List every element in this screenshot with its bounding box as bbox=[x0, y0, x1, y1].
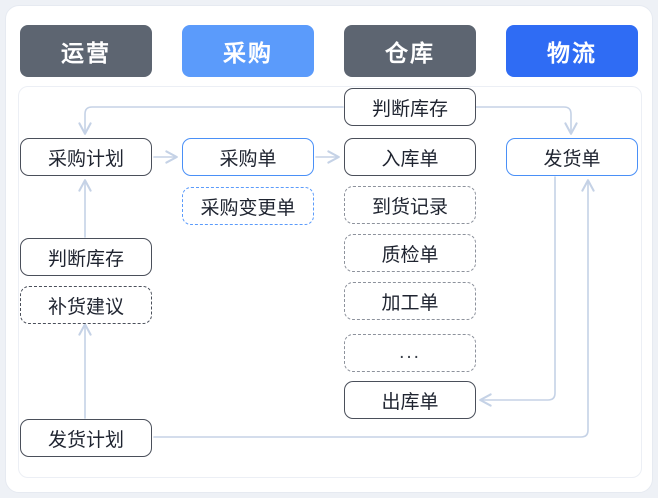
node-replenishment-suggestion[interactable]: 补货建议 bbox=[20, 286, 152, 324]
tab-operations-label: 运营 bbox=[61, 40, 111, 66]
node-more-ellipsis[interactable]: ... bbox=[344, 334, 476, 372]
node-purchase-order[interactable]: 采购单 bbox=[182, 138, 314, 176]
node-more-ellipsis-label: ... bbox=[399, 342, 421, 363]
tab-logistics-label: 物流 bbox=[547, 40, 597, 66]
node-inbound-order-label: 入库单 bbox=[381, 148, 439, 170]
tab-purchasing-label: 采购 bbox=[223, 40, 273, 66]
edge-wh-stock-to-purchase-plan bbox=[78, 106, 344, 135]
node-outbound-order-label: 出库单 bbox=[381, 391, 439, 413]
node-quality-inspection-order[interactable]: 质检单 bbox=[344, 234, 476, 272]
node-purchase-change-order[interactable]: 采购变更单 bbox=[182, 187, 314, 225]
tab-warehouse-label: 仓库 bbox=[385, 40, 435, 66]
node-warehouse-judge-stock-label: 判断库存 bbox=[371, 98, 448, 120]
node-quality-inspection-order-label: 质检单 bbox=[381, 244, 439, 266]
node-shipment-order[interactable]: 发货单 bbox=[506, 138, 638, 176]
node-inbound-order[interactable]: 入库单 bbox=[344, 138, 476, 176]
tab-logistics[interactable]: 物流 bbox=[506, 25, 638, 77]
node-warehouse-judge-stock[interactable]: 判断库存 bbox=[344, 88, 476, 126]
node-purchase-order-label: 采购单 bbox=[219, 148, 277, 170]
node-processing-order-label: 加工单 bbox=[381, 292, 439, 314]
tab-purchasing[interactable]: 采购 bbox=[182, 25, 314, 77]
tab-operations[interactable]: 运营 bbox=[20, 25, 152, 77]
node-delivery-plan-label: 发货计划 bbox=[47, 429, 124, 451]
node-purchase-plan-label: 采购计划 bbox=[47, 148, 124, 170]
node-shipment-order-label: 发货单 bbox=[543, 148, 601, 170]
node-operations-judge-stock-label: 判断库存 bbox=[47, 248, 124, 270]
tab-warehouse[interactable]: 仓库 bbox=[344, 25, 476, 77]
node-delivery-plan[interactable]: 发货计划 bbox=[20, 419, 152, 457]
node-purchase-change-order-label: 采购变更单 bbox=[200, 197, 296, 219]
edge-wh-stock-to-shipment-order bbox=[474, 106, 578, 135]
node-processing-order[interactable]: 加工单 bbox=[344, 282, 476, 320]
node-purchase-plan[interactable]: 采购计划 bbox=[20, 138, 152, 176]
node-replenishment-suggestion-label: 补货建议 bbox=[47, 296, 124, 318]
node-operations-judge-stock[interactable]: 判断库存 bbox=[20, 238, 152, 276]
node-arrival-record[interactable]: 到货记录 bbox=[344, 186, 476, 224]
edge-shipment-order-to-outbound bbox=[479, 176, 556, 407]
node-outbound-order[interactable]: 出库单 bbox=[344, 381, 476, 419]
node-arrival-record-label: 到货记录 bbox=[371, 196, 448, 218]
edge-delivery-plan-to-shipment-order bbox=[153, 179, 595, 438]
